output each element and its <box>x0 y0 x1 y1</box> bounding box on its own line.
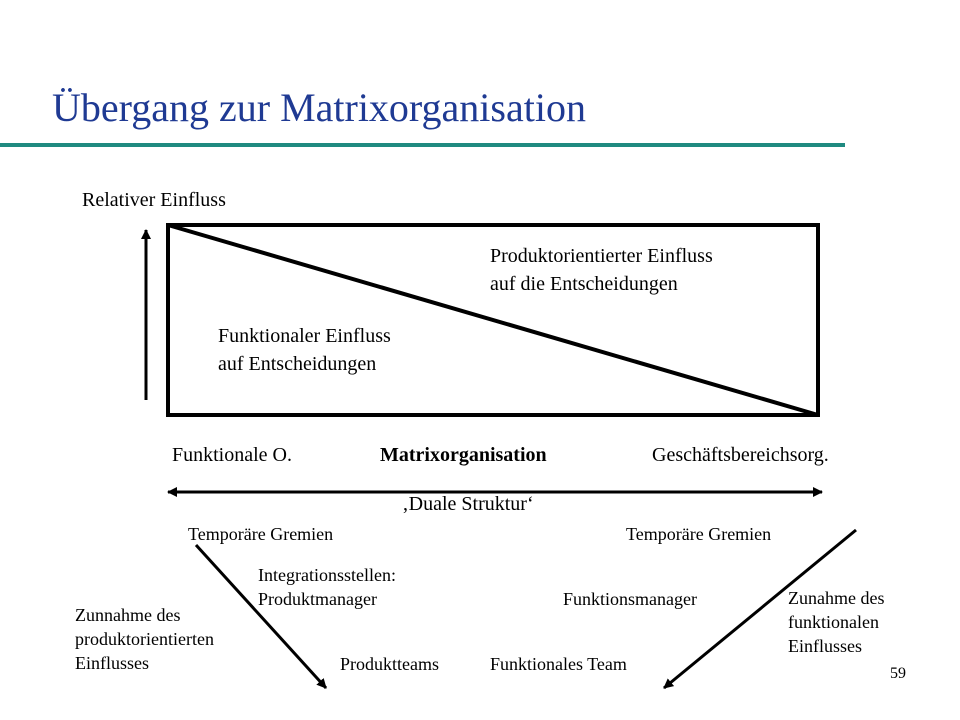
left-trend-line-1: Zunnahme des <box>75 605 181 625</box>
right-branch-top: Temporäre Gremien <box>626 524 772 544</box>
upper-region-line-2: auf die Entscheidungen <box>490 273 678 295</box>
right-branch-middle: Funktionsmanager <box>563 589 697 609</box>
dual-structure-label: ‚Duale Struktur‘ <box>402 493 534 515</box>
left-trend-line-3: Einflusses <box>75 653 149 673</box>
influence-diagonal <box>167 223 819 417</box>
lower-region-line-1: Funktionaler Einfluss <box>218 325 391 347</box>
scale-center-label: Matrixorganisation <box>380 444 547 466</box>
left-branch-middle-line-1: Integrationsstellen: <box>258 565 396 585</box>
upper-region-label: Produktorientierter Einfluss auf die Ent… <box>490 242 713 298</box>
scale-right-label: Geschäftsbereichsorg. <box>652 444 829 466</box>
page-number: 59 <box>890 665 906 682</box>
influence-box <box>166 223 820 417</box>
right-branch-bottom: Funktionales Team <box>490 654 627 674</box>
right-trend-arrow <box>663 528 857 690</box>
right-trend-line-1: Zunahme des <box>788 588 885 608</box>
left-trend-arrow <box>194 543 328 690</box>
slide-title: Übergang zur Matrixorganisation <box>52 85 586 130</box>
lower-region-label: Funktionaler Einfluss auf Entscheidungen <box>218 322 391 378</box>
left-branch-top: Temporäre Gremien <box>188 524 334 544</box>
right-trend-line-3: Einflusses <box>788 636 862 656</box>
upper-region-line-1: Produktorientierter Einfluss <box>490 245 713 267</box>
left-branch-middle-line-2: Produktmanager <box>258 589 377 609</box>
left-trend-line-2: produktorientierten <box>75 629 214 649</box>
left-branch-middle: Integrationsstellen: Produktmanager <box>258 563 396 611</box>
title-underline <box>0 143 845 147</box>
y-axis-label: Relativer Einfluss <box>82 189 226 211</box>
left-trend-label: Zunnahme des produktorientierten Einflus… <box>75 603 214 675</box>
right-trend-label: Zunahme des funktionalen Einflusses <box>788 586 884 658</box>
scale-left-label: Funktionale O. <box>172 444 292 466</box>
left-branch-bottom: Produktteams <box>340 654 439 674</box>
lower-region-line-2: auf Entscheidungen <box>218 353 377 375</box>
right-trend-line-2: funktionalen <box>788 612 879 632</box>
